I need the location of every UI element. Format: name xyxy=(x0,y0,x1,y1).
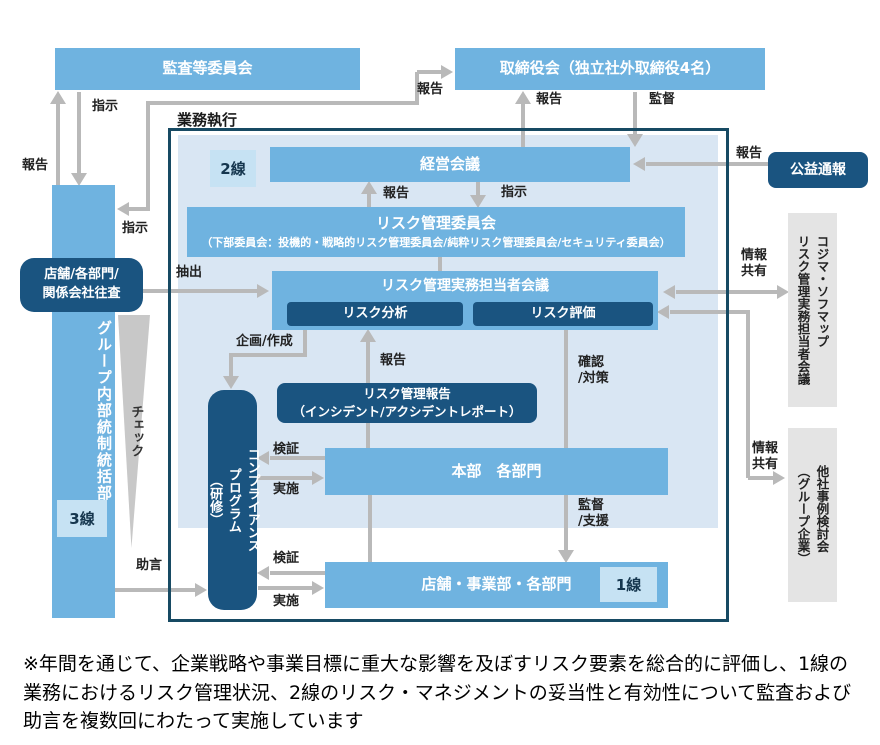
label-instruct-to-control: 指示 xyxy=(122,221,149,236)
arrow-info-share-bottom-head-right xyxy=(773,471,785,485)
risk-staff-meeting-title: リスク管理実務担当者会議 xyxy=(381,278,549,294)
arrow-report-to-audit-line xyxy=(56,104,60,185)
badge-line1: 1線 xyxy=(600,567,657,602)
arrow-advice-line xyxy=(115,588,195,592)
arrow-info-share-bottom-hline xyxy=(670,310,750,314)
arrow-implement-top-head xyxy=(312,471,324,485)
arrow-verify-bottom-head xyxy=(257,566,269,580)
arrow-instruct-committee-head xyxy=(470,195,486,208)
arrow-info-share-top-line xyxy=(676,290,777,294)
badge-line3: 3線 xyxy=(57,500,107,537)
arrow-instruct-committee-line xyxy=(476,182,480,196)
label-report-committee: 報告 xyxy=(383,186,410,201)
arrow-bar-board-hline xyxy=(148,101,419,105)
label-report-risk: 報告 xyxy=(380,353,407,368)
arrow-extract-line xyxy=(143,289,257,293)
arrow-implement-bottom-line xyxy=(258,586,312,590)
arrow-info-share-bottom-vline xyxy=(746,310,750,478)
arrow-verify-bottom-line xyxy=(270,571,325,575)
label-instruct-mgmt: 指示 xyxy=(501,185,528,200)
internal-control-bar xyxy=(52,185,115,618)
management-meeting-box: 経営会議 xyxy=(270,147,630,182)
label-implement-bottom: 実施 xyxy=(273,594,300,609)
label-report-mgmt-board: 報告 xyxy=(536,92,563,107)
connector-committee-staff xyxy=(438,257,442,272)
arrow-supervise-head xyxy=(627,134,643,147)
arrow-report-mgmt-board-head xyxy=(515,91,531,104)
label-advice: 助言 xyxy=(136,558,163,573)
arrow-info-share-top-head-right xyxy=(777,285,789,299)
label-info-share-top: 情報 共有 xyxy=(741,248,768,280)
connector-hq-stores xyxy=(368,495,372,562)
arrow-plan-create-head xyxy=(223,376,239,389)
risk-analysis-box: リスク分析 xyxy=(287,302,463,326)
audit-committee-box: 監査等委員会 xyxy=(55,48,360,90)
arrow-report-committee-head xyxy=(361,181,377,194)
arrow-advice-head xyxy=(195,583,207,597)
kojima-sofmap-meeting-box: コジマ・ソフマップ リスク管理実務担当者会議 xyxy=(788,213,837,407)
other-company-review-box: 他社事例検討会 （グループ企業） xyxy=(788,428,837,602)
arrow-bar-board-head-right xyxy=(441,65,453,79)
risk-committee-subtitle: （下部委員会：投機的・戦略的リスク管理委員会/純粋リスク管理委員会/セキュリティ… xyxy=(201,235,671,249)
label-implement-top: 実施 xyxy=(273,482,300,497)
internal-control-label: グループ内部統制統括部 xyxy=(95,320,113,502)
arrow-verify-top-head xyxy=(257,451,269,465)
label-supervise: 監督 xyxy=(649,92,676,107)
arrow-bar-board-hline3 xyxy=(129,207,150,211)
arrow-bar-board-hline2 xyxy=(417,70,441,74)
arrow-implement-top-line xyxy=(258,476,312,480)
section-label-business-execution: 業務執行 xyxy=(177,111,238,129)
arrow-verify-top-line xyxy=(270,456,325,460)
label-report-to-audit: 報告 xyxy=(22,158,49,173)
risk-report-box: リスク管理報告 （インシデント/アクシデントレポート） xyxy=(277,383,537,423)
label-verify-top: 検証 xyxy=(273,442,300,457)
compliance-program-box: コンプライアンス プログラム （研修） xyxy=(207,390,260,610)
risk-committee-title: リスク管理委員会 xyxy=(375,214,496,233)
arrow-info-share-bottom-head-left xyxy=(657,305,669,319)
arrow-instruct-from-audit-line xyxy=(77,92,81,173)
label-report-whistle: 報告 xyxy=(736,146,763,161)
board-of-directors-box: 取締役会（独立社外取締役4名） xyxy=(455,48,765,90)
arrow-report-committee-line xyxy=(367,194,371,207)
label-plan-create: 企画/作成 xyxy=(236,334,293,349)
arrow-supervise-line xyxy=(633,92,637,135)
arrow-whistle-line xyxy=(646,162,768,166)
risk-evaluation-box: リスク評価 xyxy=(473,302,653,326)
arrow-info-share-top-head-left xyxy=(663,285,675,299)
store-audit-box: 店舗/各部門/ 関係会社往査 xyxy=(20,258,143,312)
arrow-plan-create-hline xyxy=(229,353,307,357)
arrow-extract-head xyxy=(257,284,269,298)
headquarters-box: 本部 各部門 xyxy=(325,448,668,495)
arrow-report-to-audit-head xyxy=(50,91,66,104)
arrow-bar-board-vline2 xyxy=(146,101,150,209)
label-report-elbow: 報告 xyxy=(417,82,444,97)
arrow-plan-create-vline xyxy=(303,328,307,357)
risk-committee-box: リスク管理委員会 （下部委員会：投機的・戦略的リスク管理委員会/純粋リスク管理委… xyxy=(187,207,685,257)
whistleblowing-box: 公益通報 xyxy=(768,152,868,188)
arrow-whistle-head xyxy=(633,157,645,171)
arrow-implement-bottom-head xyxy=(312,581,324,595)
arrow-supervise-support-head xyxy=(558,550,574,563)
label-check: チェック xyxy=(128,405,144,457)
arrow-bar-board-head-left xyxy=(117,202,129,216)
arrow-bar-board-vline xyxy=(415,72,419,105)
label-confirm-measures: 確認 /対策 xyxy=(578,355,609,387)
arrow-report-mgmt-board-line xyxy=(521,104,525,147)
arrow-info-share-bottom-hline2 xyxy=(748,476,773,480)
label-extract: 抽出 xyxy=(176,265,203,280)
arrow-report-risk-head xyxy=(360,329,376,342)
label-info-share-bottom: 情報 共有 xyxy=(752,441,779,473)
label-instruct-from-audit: 指示 xyxy=(92,99,119,114)
arrow-plan-create-vline2 xyxy=(229,353,233,376)
arrow-confirm-supervise-line xyxy=(564,328,568,550)
arrow-instruct-from-audit-head xyxy=(71,173,87,186)
footnote: ※年間を通じて、企業戦略や事業目標に重大な影響を及ぼすリスク要素を総合的に評価し… xyxy=(23,653,852,732)
label-verify-bottom: 検証 xyxy=(273,551,300,566)
label-supervise-support: 監督 /支援 xyxy=(578,498,609,530)
badge-line2: 2線 xyxy=(210,150,256,187)
